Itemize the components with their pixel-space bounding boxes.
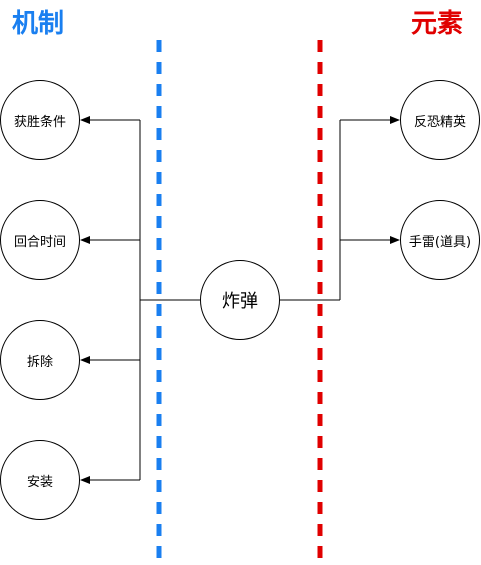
mechanics-header: 机制 [12, 9, 65, 39]
node-defuse[interactable]: 拆除 [0, 320, 80, 400]
node-bomb[interactable]: 炸弹 [200, 260, 280, 340]
node-counter-terrorist[interactable]: 反恐精英 [400, 80, 480, 160]
elements-header: 元素 [411, 9, 464, 39]
node-round-time[interactable]: 回合时间 [0, 200, 80, 280]
node-win-conditions[interactable]: 获胜条件 [0, 80, 80, 160]
node-grenade[interactable]: 手雷(道具) [400, 200, 480, 280]
node-plant[interactable]: 安装 [0, 440, 80, 520]
